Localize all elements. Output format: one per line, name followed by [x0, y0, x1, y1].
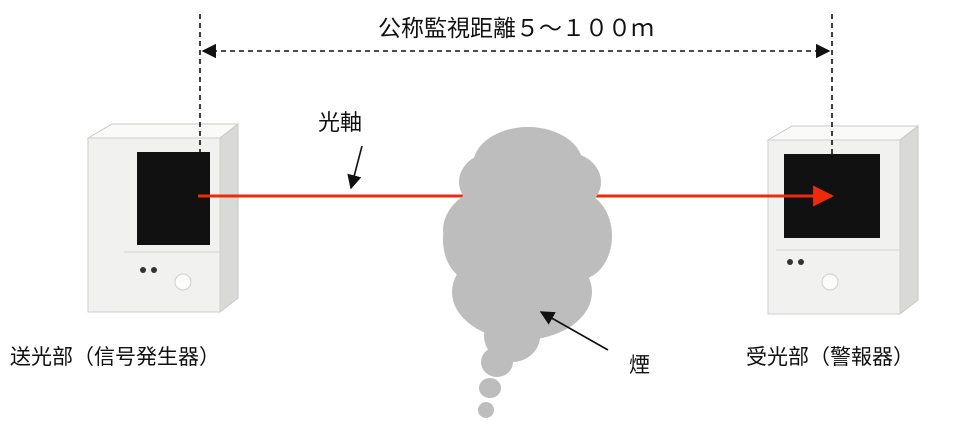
transmitter-lens — [137, 152, 210, 245]
receiver-unit-icon — [766, 124, 920, 316]
smoke-pointer-arrow — [539, 311, 609, 351]
transmitter-unit-icon — [86, 122, 240, 314]
optical-axis-label: 光軸 — [318, 111, 362, 136]
smoke-label: 煙 — [629, 353, 650, 377]
optical-axis-pointer-arrow — [347, 145, 363, 190]
transmitter-label: 送光部（信号発生器） — [10, 345, 220, 369]
receiver-label: 受光部（警報器） — [746, 345, 914, 369]
smoke-cloud-icon — [443, 127, 612, 418]
distance-label: 公称監視距離５～１００ｍ — [378, 16, 654, 42]
